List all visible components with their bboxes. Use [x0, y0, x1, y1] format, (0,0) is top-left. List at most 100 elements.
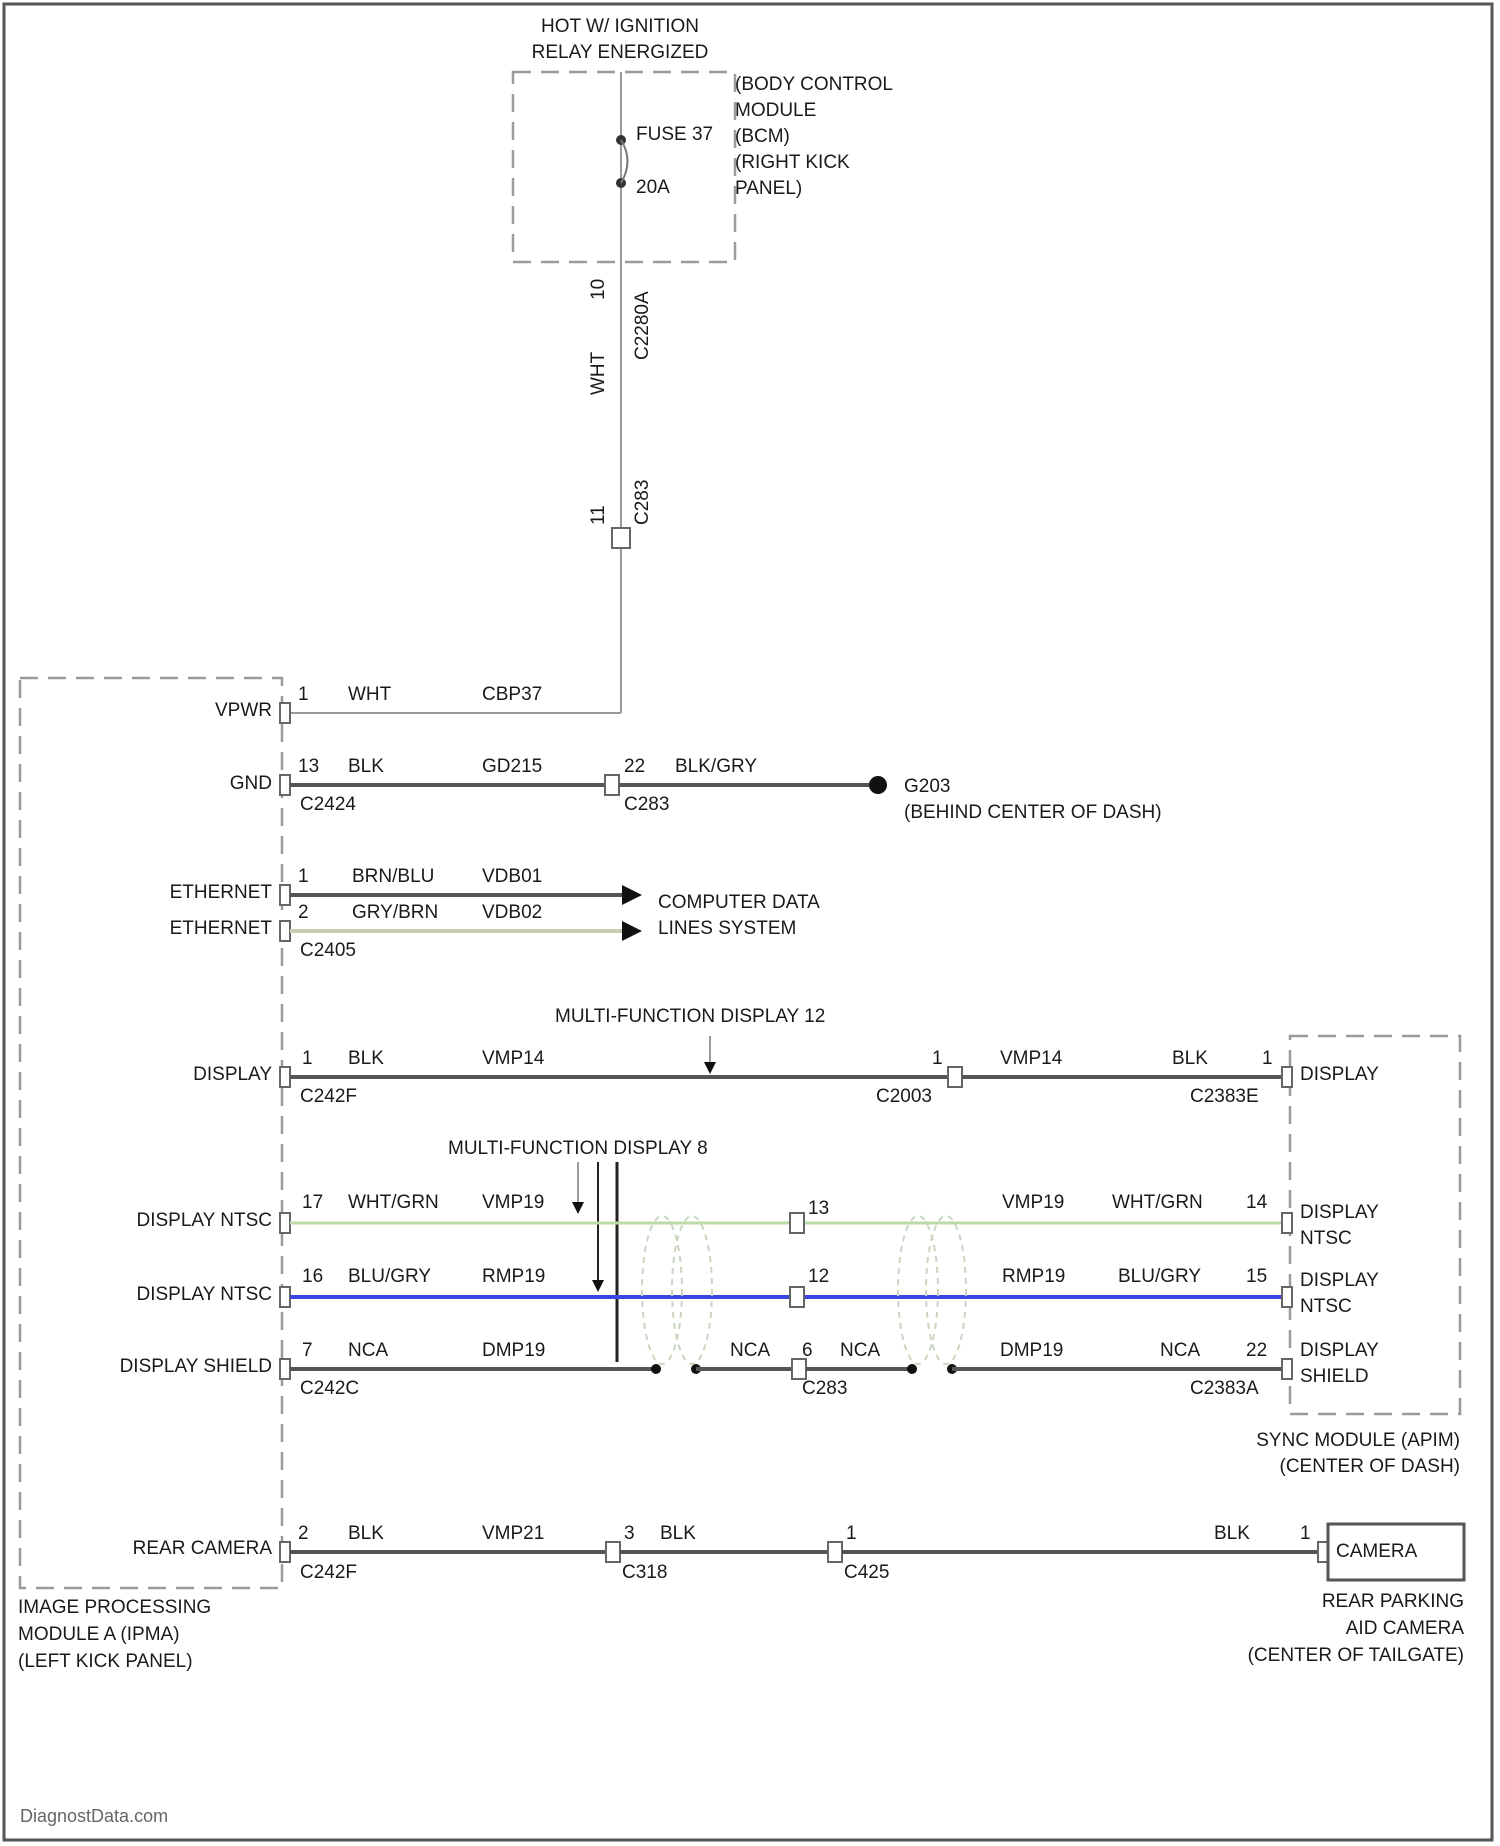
- display-wire-color-3: BLK: [1172, 1048, 1208, 1069]
- vpwr-pin: 1: [298, 684, 309, 705]
- shield-drain-1: [651, 1364, 661, 1374]
- shield-circuit-id-2: DMP19: [1000, 1340, 1063, 1361]
- watermark: DiagnostData.com: [20, 1806, 168, 1826]
- ground-id: G203: [904, 776, 950, 797]
- ipma-caption-1: IMAGE PROCESSING: [18, 1597, 211, 1618]
- eth-connector: C2405: [300, 940, 356, 961]
- shield-wire-color-3: NCA: [1160, 1340, 1200, 1361]
- shield-inline-connector: [792, 1359, 806, 1379]
- sync-pin-display: DISPLAY: [1300, 1064, 1379, 1085]
- display-circuit-id: VMP14: [482, 1048, 545, 1069]
- connector-c2280a-label: C2280A: [632, 291, 653, 360]
- gnd-circuit-id: GD215: [482, 756, 542, 777]
- display-pin-3: 1: [1262, 1048, 1273, 1069]
- gnd-pin: 13: [298, 756, 319, 777]
- ntsc1-pin-3: 14: [1246, 1192, 1268, 1213]
- ntsc2-wire-color-2: BLU/GRY: [1118, 1266, 1201, 1287]
- fuse-rating: 20A: [636, 177, 670, 198]
- sync-terminal-display: [1282, 1067, 1292, 1087]
- feed-wire-color: WHT: [588, 351, 609, 395]
- mfd8-label: MULTI-FUNCTION DISPLAY 8: [448, 1138, 708, 1159]
- rear-pin-4: 1: [1300, 1523, 1311, 1544]
- ipma-box: [20, 678, 282, 1588]
- terminal-gnd: [280, 775, 290, 795]
- sync-terminal-shield: [1282, 1359, 1292, 1379]
- eth1-pin: 1: [298, 866, 309, 887]
- power-source-label-2: RELAY ENERGIZED: [532, 42, 709, 63]
- shield-pin-2: 6: [802, 1340, 813, 1361]
- pin-10-label: 10: [588, 279, 609, 300]
- camera-box-label: CAMERA: [1336, 1541, 1418, 1562]
- terminal-ntsc-1: [280, 1213, 290, 1233]
- rear-connector: C242F: [300, 1562, 357, 1583]
- ntsc2-pin-3: 15: [1246, 1266, 1267, 1287]
- mfd12-label: MULTI-FUNCTION DISPLAY 12: [555, 1006, 825, 1027]
- ground-symbol: [869, 776, 887, 794]
- gnd-wire-color-2: BLK/GRY: [675, 756, 757, 777]
- pin-11-label: 11: [588, 505, 609, 525]
- terminal-shield: [280, 1359, 290, 1379]
- display-wire-color: BLK: [348, 1048, 384, 1069]
- camera-caption-3: (CENTER OF TAILGATE): [1248, 1645, 1464, 1666]
- ipma-pin-rear-camera: REAR CAMERA: [133, 1538, 273, 1559]
- rear-pin: 2: [298, 1523, 309, 1544]
- ground-location: (BEHIND CENTER OF DASH): [904, 802, 1162, 823]
- sync-pin-ntsc-1b: NTSC: [1300, 1228, 1352, 1249]
- shield-ellipse-2: [672, 1216, 712, 1364]
- eth-target-1: COMPUTER DATA: [658, 892, 820, 913]
- vpwr-wire-color: WHT: [348, 684, 392, 705]
- ipma-pin-display: DISPLAY: [193, 1064, 272, 1085]
- shield-wire-color-mid: NCA: [730, 1340, 770, 1361]
- terminal-eth-1: [280, 885, 290, 905]
- gnd-connector-2: C283: [624, 794, 669, 815]
- ntsc2-circuit-id-2: RMP19: [1002, 1266, 1065, 1287]
- gnd-wire-color: BLK: [348, 756, 384, 777]
- terminal-eth-2: [280, 921, 290, 941]
- ethernet-arrow-1: [622, 885, 642, 905]
- sync-terminal-ntsc-1: [1282, 1213, 1292, 1233]
- eth1-circuit-id: VDB01: [482, 866, 542, 887]
- ipma-caption-3: (LEFT KICK PANEL): [18, 1651, 193, 1672]
- rear-pin-2: 3: [624, 1523, 635, 1544]
- terminal-display: [280, 1067, 290, 1087]
- bcm-box: [513, 72, 735, 262]
- ntsc1-pin-2: 13: [808, 1198, 829, 1219]
- shield-ellipse-1: [642, 1216, 682, 1364]
- sync-caption-2: (CENTER OF DASH): [1280, 1456, 1461, 1477]
- shield-connector: C242C: [300, 1378, 359, 1399]
- ntsc1-circuit-id-2: VMP19: [1002, 1192, 1064, 1213]
- eth2-pin: 2: [298, 902, 309, 923]
- fuse-number: FUSE 37: [636, 124, 713, 145]
- ntsc1-circuit-id: VMP19: [482, 1192, 544, 1213]
- shield-wire-color-2: NCA: [840, 1340, 880, 1361]
- ntsc1-wire-color: WHT/GRN: [348, 1192, 439, 1213]
- shield-pin: 7: [302, 1340, 313, 1361]
- sync-caption-1: SYNC MODULE (APIM): [1256, 1430, 1460, 1451]
- connector-c283-label: C283: [632, 480, 653, 525]
- bcm-label-4: (RIGHT KICK: [735, 152, 850, 173]
- gnd-pin-2: 22: [624, 756, 645, 777]
- sync-pin-ntsc-1a: DISPLAY: [1300, 1202, 1379, 1223]
- terminal-rear: [280, 1542, 290, 1562]
- ipma-pin-vpwr: VPWR: [215, 700, 272, 721]
- ntsc1-inline-connector: [790, 1213, 804, 1233]
- ipma-pin-ethernet-2: ETHERNET: [170, 918, 273, 939]
- ipma-pin-ntsc-1: DISPLAY NTSC: [136, 1210, 272, 1231]
- power-source-label-1: HOT W/ IGNITION: [541, 16, 699, 37]
- ipma-pin-ntsc-2: DISPLAY NTSC: [136, 1284, 272, 1305]
- rear-wire-color-3: BLK: [1214, 1523, 1250, 1544]
- display-connector-3: C2383E: [1190, 1086, 1259, 1107]
- ipma-pin-ethernet-1: ETHERNET: [170, 882, 273, 903]
- ipma-pin-gnd: GND: [230, 773, 272, 794]
- rear-connector-3: C425: [844, 1562, 889, 1583]
- ipma-caption-2: MODULE A (IPMA): [18, 1624, 180, 1645]
- sync-pin-shield-b: SHIELD: [1300, 1366, 1369, 1387]
- ethernet-arrow-2: [622, 921, 642, 941]
- eth-target-2: LINES SYSTEM: [658, 918, 796, 939]
- shield-ellipse-4: [926, 1216, 966, 1364]
- shield-connector-3: C2383A: [1190, 1378, 1259, 1399]
- rear-wire-color-2: BLK: [660, 1523, 696, 1544]
- ipma-pin-shield: DISPLAY SHIELD: [120, 1356, 272, 1377]
- ntsc2-inline-connector: [790, 1287, 804, 1307]
- ntsc2-circuit-id: RMP19: [482, 1266, 545, 1287]
